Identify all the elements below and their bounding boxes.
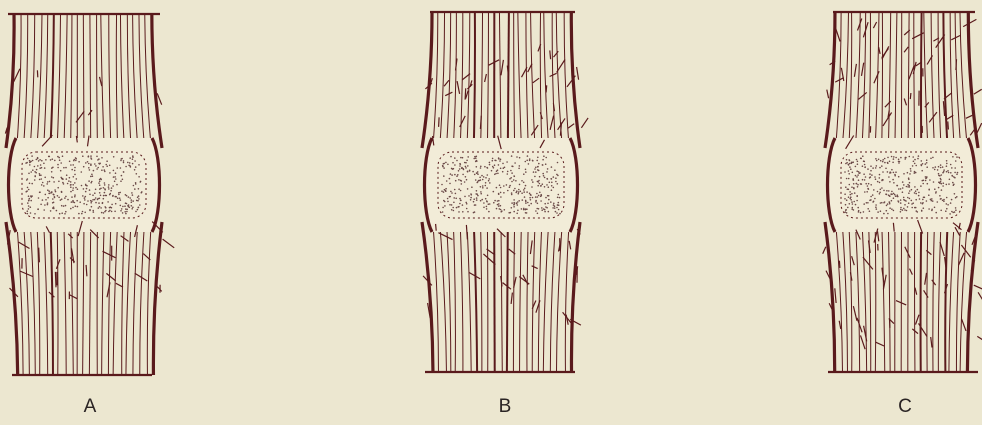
stem-panel-c (823, 12, 982, 372)
panel-label-b: B (485, 396, 525, 418)
stem-panel-b (422, 12, 588, 372)
stem-panel-a (5, 14, 174, 375)
panel-label-c: C (885, 396, 925, 418)
panel-label-a: A (70, 396, 110, 418)
